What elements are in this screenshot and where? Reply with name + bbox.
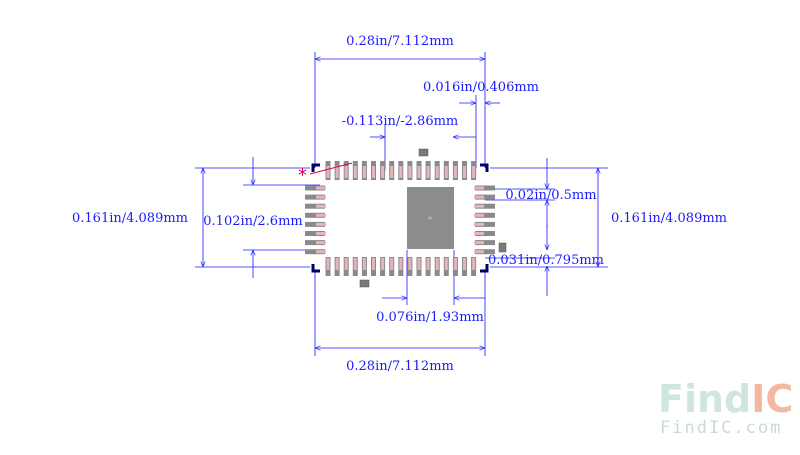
- pin1-line: [309, 162, 353, 175]
- top-pad-16-copper: [463, 166, 466, 178]
- dim-pitch: 0.02in/0.5mm: [505, 188, 596, 203]
- right-pad-1: [475, 185, 495, 191]
- top-pad-14-copper: [444, 166, 448, 178]
- bottom-pad-15-copper: [453, 258, 457, 270]
- dim-top-width: 0.28in/7.112mm: [346, 34, 454, 49]
- top-pad-2-copper: [335, 166, 339, 178]
- top-pad-17-copper: [472, 166, 476, 178]
- bottom-pad-11-copper: [417, 258, 421, 270]
- bottom-pad-2-copper: [335, 258, 339, 270]
- top-pad-15-copper: [453, 166, 457, 178]
- left-pad-6-copper: [316, 232, 326, 235]
- dim-left-height: 0.161in/4.089mm: [72, 211, 188, 226]
- top-pad-1-copper: [326, 166, 330, 178]
- top-pad-13-copper: [435, 166, 439, 178]
- logo-find: Find: [658, 377, 751, 421]
- pin1-marker: *: [298, 165, 307, 186]
- left-pad-1: [305, 185, 325, 191]
- top-marker-pad: [418, 148, 429, 157]
- right-pad-1-copper: [474, 186, 484, 190]
- right-pad-5: [475, 221, 495, 227]
- dim-bottom-width: 0.28in/7.112mm: [346, 359, 454, 374]
- pad-array: [305, 161, 495, 276]
- right-pad-5-copper: [474, 222, 484, 226]
- left-pad-3: [305, 203, 325, 209]
- right-pad-2: [475, 194, 495, 200]
- left-pad-8: [305, 249, 325, 255]
- right-pad-4: [475, 212, 495, 218]
- bottom-pad-5-copper: [362, 258, 366, 270]
- dim-inner-height: 0.102in/2.6mm: [203, 214, 302, 229]
- bottom-pad-12-copper: [426, 258, 430, 270]
- left-pad-7-copper: [316, 241, 326, 245]
- bottom-pad-1-copper: [326, 258, 330, 270]
- top-pad-6-copper: [372, 166, 375, 178]
- bottom-pad-10-copper: [408, 258, 412, 270]
- bottom-pad-13-copper: [435, 258, 439, 270]
- left-pad-7: [305, 240, 325, 246]
- left-pad-2-copper: [316, 195, 326, 199]
- right-pad-3: [475, 203, 495, 209]
- right-pad-6-copper: [474, 232, 484, 235]
- outline-corners: [311, 163, 489, 273]
- right-pad-7: [475, 240, 495, 246]
- top-pad-12-copper: [426, 166, 430, 178]
- right-pad-6: [475, 231, 495, 236]
- right-pad-7-copper: [474, 241, 484, 245]
- top-pad-8-copper: [390, 166, 394, 178]
- bottom-pad-14-copper: [444, 258, 448, 270]
- dim-pad-length: 0.031in/0.795mm: [488, 253, 604, 268]
- left-pad-6: [305, 231, 325, 236]
- left-pad-5: [305, 221, 325, 227]
- top-pad-11-copper: [417, 166, 421, 178]
- bottom-pad-4-copper: [353, 258, 357, 270]
- logo-ic: IC: [751, 377, 793, 421]
- dim-ep-width: 0.076in/1.93mm: [376, 310, 484, 325]
- left-pad-2: [305, 194, 325, 200]
- top-pad-9-copper: [399, 166, 403, 178]
- top-pad-7-copper: [381, 166, 385, 178]
- dim-offset: -0.113in/-2.86mm: [342, 114, 459, 129]
- exposed-pad: [407, 187, 454, 249]
- svg-text:FindIC: FindIC: [658, 377, 793, 421]
- exposed-pad-symbol: ∞: [427, 214, 433, 222]
- right-pad-4-copper: [474, 213, 484, 217]
- top-pad-5-copper: [362, 166, 366, 178]
- bottom-marker-pad: [359, 279, 370, 288]
- right-pad-8: [475, 249, 495, 255]
- right-pad-8-copper: [474, 250, 484, 254]
- bottom-pad-3-copper: [344, 258, 348, 270]
- left-pad-1-copper: [316, 186, 326, 190]
- left-pad-3-copper: [316, 204, 326, 208]
- top-pad-10-copper: [408, 166, 412, 178]
- bottom-pad-17-copper: [472, 258, 476, 270]
- top-pad-3-copper: [344, 166, 348, 178]
- logo-url: FindIC.com: [660, 418, 782, 438]
- right-pad-3-copper: [474, 204, 484, 208]
- dim-right-height: 0.161in/4.089mm: [611, 211, 727, 226]
- right-pad-2-copper: [474, 195, 484, 199]
- right-marker-pad: [498, 242, 507, 253]
- left-pad-4: [305, 212, 325, 218]
- left-pad-8-copper: [316, 250, 326, 254]
- left-pad-4-copper: [316, 213, 326, 217]
- bottom-pad-8-copper: [390, 258, 394, 270]
- bottom-pad-9-copper: [399, 258, 403, 270]
- top-pad-4-copper: [353, 166, 357, 178]
- bottom-pad-6-copper: [372, 258, 375, 270]
- bottom-pad-16-copper: [463, 258, 466, 270]
- findic-logo: FindIC FindIC.com: [658, 377, 793, 438]
- bottom-pad-7-copper: [381, 258, 385, 270]
- dim-pad-width: 0.016in/0.406mm: [423, 80, 539, 95]
- left-pad-5-copper: [316, 222, 326, 226]
